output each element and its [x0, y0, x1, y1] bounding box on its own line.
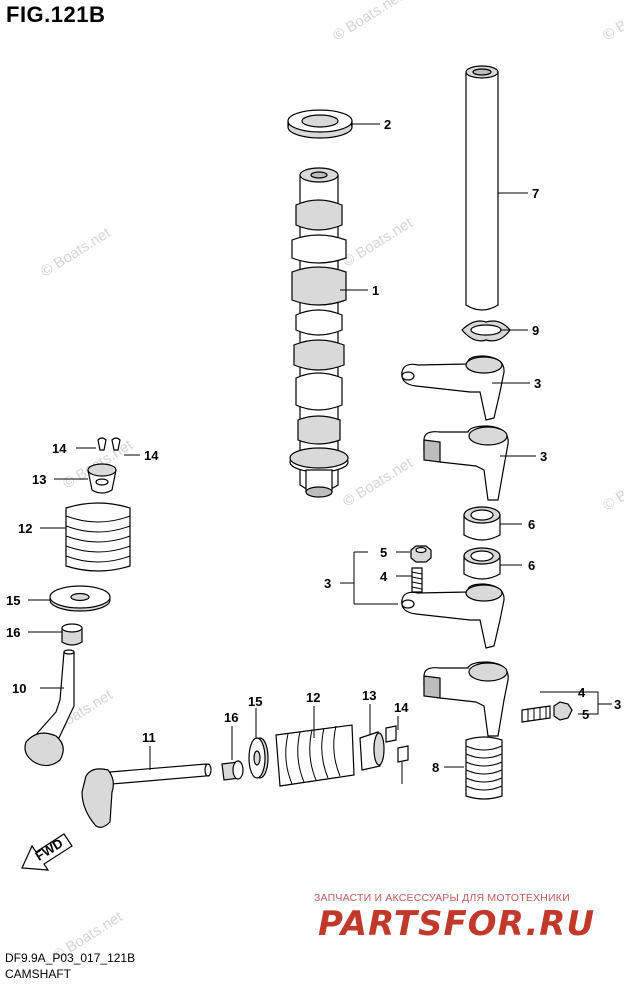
- callout-14: 14: [144, 448, 159, 463]
- callout-9: 9: [532, 323, 539, 338]
- adjusting-screw-part[interactable]: [521, 705, 551, 723]
- callout-12: 12: [18, 521, 32, 536]
- callout-13: 13: [362, 688, 376, 703]
- callout-4: 4: [380, 569, 388, 584]
- rocker-arm-part[interactable]: [423, 425, 509, 501]
- callout-16: 16: [224, 710, 238, 725]
- forward-arrow-icon: FWD: [21, 833, 73, 871]
- valve-retainer-part[interactable]: [359, 731, 385, 771]
- callout-15: 15: [248, 694, 262, 709]
- callout-5: 5: [380, 545, 387, 560]
- figure-title: FIG.121B: [6, 2, 106, 27]
- oil-seal-part[interactable]: [287, 109, 353, 139]
- callout-5: 5: [582, 707, 589, 722]
- callout-7: 7: [532, 186, 539, 201]
- rocker-arm-part[interactable]: [401, 583, 505, 649]
- advertisement-logo[interactable]: PARTSFOR.RU: [318, 904, 596, 944]
- advertisement-line: ЗАПЧАСТИ И АКСЕССУАРЫ ДЛЯ МОТОТЕХНИКИ: [314, 892, 570, 904]
- exhaust-valve-part[interactable]: [24, 649, 75, 767]
- valve-spring-part[interactable]: [65, 502, 131, 572]
- rocker-shaft-part[interactable]: [465, 65, 499, 311]
- callout-14: 14: [394, 700, 409, 715]
- valve-retainer-part[interactable]: [87, 463, 117, 494]
- callout-13: 13: [32, 472, 46, 487]
- callout-6: 6: [528, 558, 535, 573]
- callouts: 2 1 7 9 3 3 6 6 5 4 3 4 3 5 8 14 14 13 1…: [6, 117, 621, 775]
- callout-3: 3: [324, 576, 331, 591]
- callout-1: 1: [372, 283, 379, 298]
- rocker-arm-part[interactable]: [401, 355, 505, 421]
- lock-nut-part[interactable]: [410, 545, 432, 563]
- spring-seat-part[interactable]: [248, 737, 269, 779]
- valve-cotter-part[interactable]: [385, 725, 409, 763]
- callout-6: 6: [528, 517, 535, 532]
- figure-name: CAMSHAFT: [5, 967, 71, 981]
- callout-3: 3: [540, 449, 547, 464]
- callout-12: 12: [306, 690, 320, 705]
- wave-washer-part[interactable]: [461, 320, 511, 342]
- callout-8: 8: [432, 760, 439, 775]
- spring-seat-part[interactable]: [49, 585, 111, 612]
- callout-11: 11: [142, 730, 156, 745]
- spacer-part[interactable]: [463, 547, 501, 580]
- figure-code: DF9.9A_P03_017_121B: [5, 951, 136, 965]
- intake-valve-part[interactable]: [81, 763, 212, 828]
- callout-10: 10: [12, 681, 26, 696]
- callout-14: 14: [52, 441, 67, 456]
- valve-stem-seal-part[interactable]: [221, 760, 244, 781]
- rocker-arm-part[interactable]: [423, 661, 509, 737]
- callout-16: 16: [6, 625, 20, 640]
- lock-nut-part[interactable]: [553, 701, 573, 721]
- spring-part[interactable]: [465, 736, 503, 800]
- callout-4: 4: [578, 685, 586, 700]
- callout-3: 3: [614, 697, 621, 712]
- camshaft-part[interactable]: [289, 167, 349, 498]
- valve-stem-seal-part[interactable]: [61, 623, 83, 646]
- valve-spring-part[interactable]: [275, 724, 355, 787]
- spacer-part[interactable]: [463, 506, 501, 541]
- callout-3: 3: [534, 376, 541, 391]
- callout-15: 15: [6, 593, 20, 608]
- callout-2: 2: [384, 117, 391, 132]
- adjusting-screw-part[interactable]: [411, 567, 423, 593]
- valve-cotter-part[interactable]: [97, 437, 121, 451]
- leader-lines: [28, 123, 612, 784]
